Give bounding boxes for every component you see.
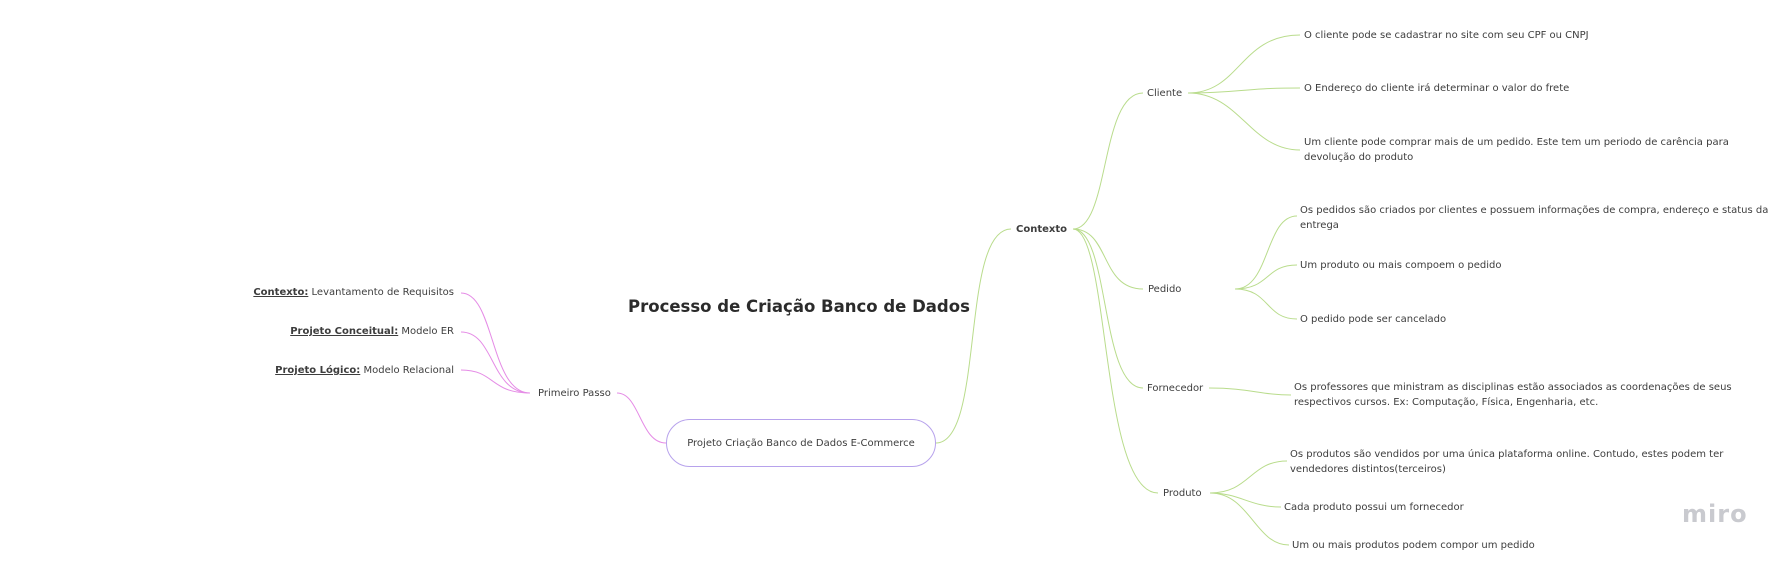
node-label: Contexto: (253, 287, 309, 298)
node-projeto-logico[interactable]: Projeto Lógico: Modelo Relacional (275, 363, 454, 378)
connector-produto-item-3 (1209, 492, 1290, 546)
connector-produto-item-1 (1209, 460, 1288, 494)
node-label: Projeto Conceitual: (290, 326, 399, 337)
node-primeiro-passo[interactable]: Primeiro Passo (538, 388, 611, 399)
node-cliente-item[interactable]: O Endereço do cliente irá determinar o v… (1304, 83, 1570, 94)
connector-cliente-item-2 (1187, 87, 1301, 94)
connector-produto-item-2 (1209, 492, 1282, 508)
node-produto[interactable]: Produto (1163, 488, 1202, 499)
root-node[interactable]: Projeto Criação Banco de Dados E-Commerc… (666, 419, 936, 467)
miro-logo: miro (1682, 500, 1748, 528)
node-produto-item[interactable]: Os produtos são vendidos por uma única p… (1290, 449, 1724, 475)
connector-root-primeiro-passo (616, 392, 667, 444)
connector-primeiro-passo-logico (460, 369, 531, 394)
node-cliente-item[interactable]: Um cliente pode comprar mais de um pedid… (1304, 137, 1729, 163)
node-text: Modelo Relacional (363, 365, 454, 376)
connector-pedido-item-3 (1234, 288, 1298, 320)
node-text: Levantamento de Requisitos (311, 287, 454, 298)
node-pedido-item[interactable]: Os pedidos são criados por clientes e po… (1300, 205, 1769, 231)
diagram-title: Processo de Criação Banco de Dados (628, 297, 970, 316)
node-text: Modelo ER (401, 326, 454, 337)
connector-pedido-item-1 (1234, 215, 1298, 290)
node-produto-item[interactable]: Cada produto possui um fornecedor (1284, 502, 1464, 513)
connector-contexto-fornecedor (1072, 228, 1144, 389)
node-fornecedor[interactable]: Fornecedor (1147, 383, 1204, 394)
connector-pedido-item-2 (1234, 264, 1298, 290)
node-pedido-item[interactable]: Um produto ou mais compoem o pedido (1300, 260, 1502, 271)
node-fornecedor-item[interactable]: Os professores que ministram as discipli… (1294, 382, 1732, 408)
connector-fornecedor-item-1 (1208, 387, 1292, 396)
connector-contexto-pedido (1072, 228, 1144, 290)
node-cliente[interactable]: Cliente (1147, 88, 1183, 99)
node-projeto-conceitual[interactable]: Projeto Conceitual: Modelo ER (290, 324, 454, 339)
root-node-label: Projeto Criação Banco de Dados E-Commerc… (687, 437, 915, 449)
node-produto-item[interactable]: Um ou mais produtos podem compor um pedi… (1292, 540, 1535, 551)
connector-primeiro-passo-contexto (460, 292, 531, 394)
node-cliente-item[interactable]: O cliente pode se cadastrar no site com … (1304, 30, 1589, 41)
connector-root-contexto (935, 228, 1012, 444)
node-pedido-item[interactable]: O pedido pode ser cancelado (1300, 314, 1447, 325)
node-pedido[interactable]: Pedido (1148, 284, 1182, 295)
node-contexto-requisitos[interactable]: Contexto: Levantamento de Requisitos (253, 285, 454, 300)
connector-primeiro-passo-conceitual (460, 331, 531, 394)
node-contexto[interactable]: Contexto (1016, 224, 1067, 235)
connector-contexto-cliente (1072, 92, 1144, 230)
connector-cliente-item-3 (1187, 92, 1301, 151)
connector-cliente-item-1 (1187, 34, 1301, 94)
connector-contexto-produto (1072, 228, 1159, 494)
node-label: Projeto Lógico: (275, 365, 361, 376)
